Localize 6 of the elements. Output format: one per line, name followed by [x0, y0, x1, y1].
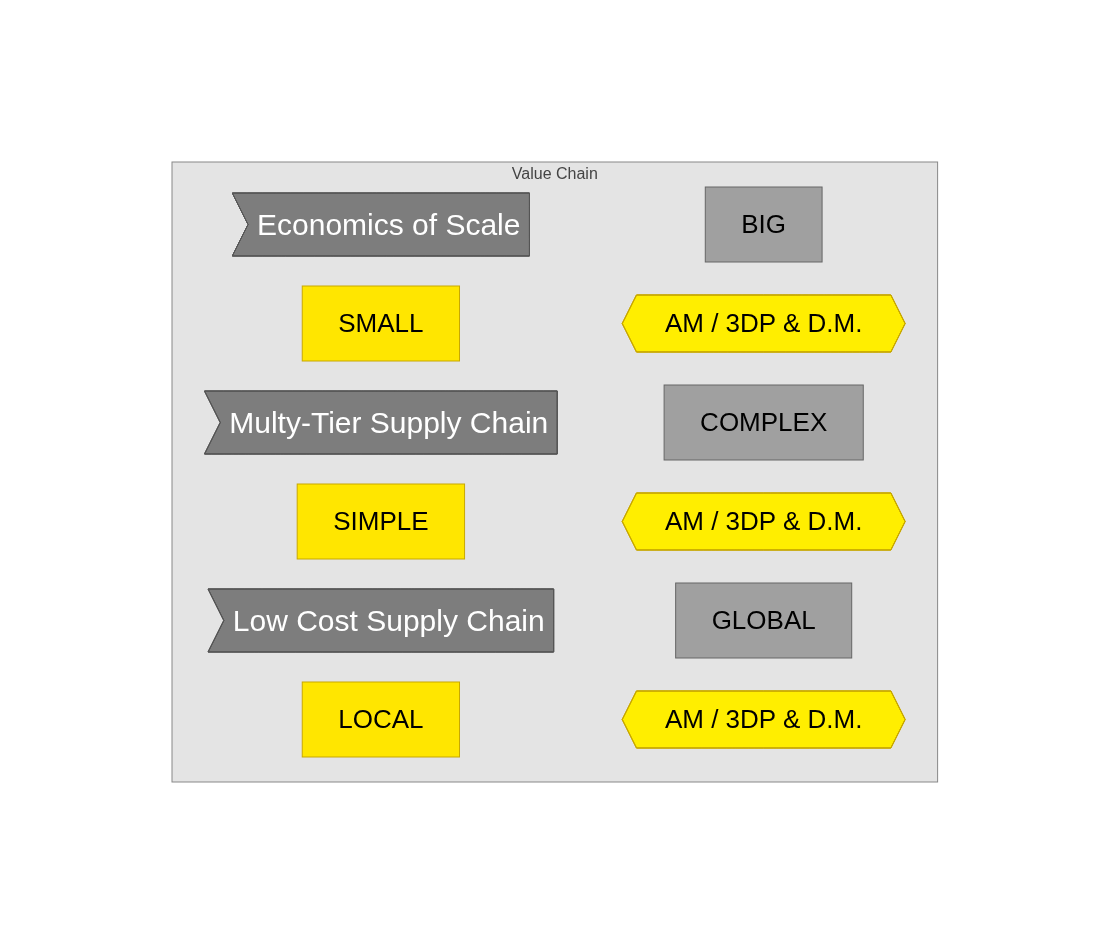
node-box: LOCAL [301, 681, 460, 758]
node-box: GLOBAL [674, 582, 852, 659]
node-box: SMALL [301, 285, 460, 362]
node-box: COMPLEX [663, 384, 864, 461]
node-box: BIG [704, 186, 823, 263]
node-box: SIMPLE [296, 483, 465, 560]
